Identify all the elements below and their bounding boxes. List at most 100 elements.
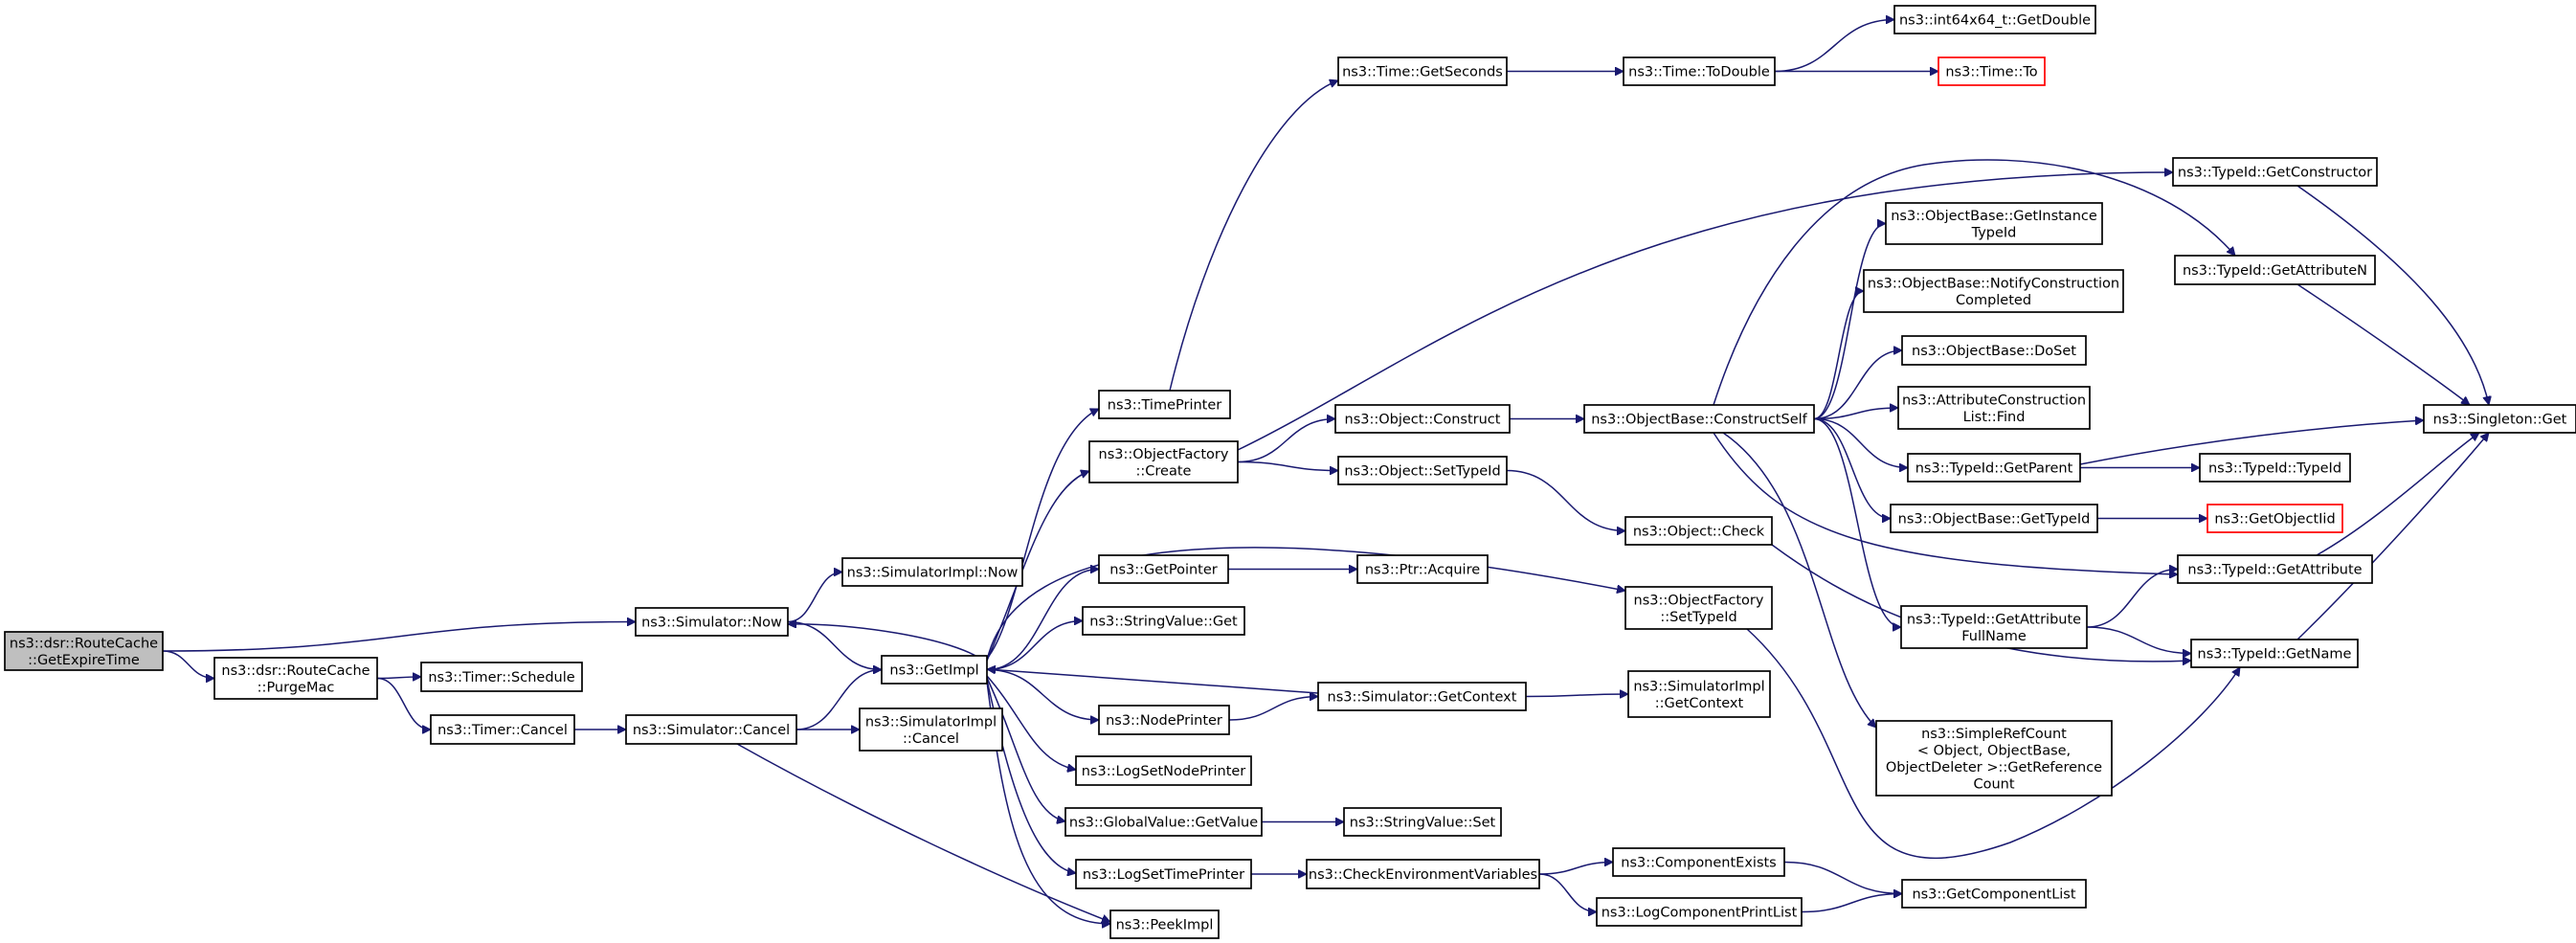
node-box[interactable]: [2199, 453, 2351, 483]
node-timercancel[interactable]: ns3::Timer::Cancel: [430, 714, 575, 745]
node-box[interactable]: [859, 707, 1003, 752]
node-box[interactable]: [1885, 202, 2103, 245]
node-simimplgetcontext[interactable]: ns3::SimulatorImpl::GetContext: [1627, 670, 1771, 718]
node-box[interactable]: [1088, 440, 1239, 483]
node-box[interactable]: [1900, 605, 2088, 649]
node-box[interactable]: [2177, 554, 2373, 584]
node-int64getdouble[interactable]: ns3::int64x64_t::GetDouble: [1893, 5, 2096, 34]
node-obnotify[interactable]: ns3::ObjectBase::NotifyConstructionCompl…: [1863, 269, 2124, 313]
node-box[interactable]: [881, 655, 988, 685]
node-tidgetconstructor[interactable]: ns3::TypeId::GetConstructor: [2172, 157, 2378, 187]
node-box[interactable]: [213, 657, 378, 700]
node-obconstructself[interactable]: ns3::ObjectBase::ConstructSelf: [1583, 404, 1815, 434]
node-box[interactable]: [1109, 909, 1220, 939]
node-singletonget[interactable]: ns3::Singleton::Get: [2423, 404, 2576, 434]
node-ofcreate[interactable]: ns3::ObjectFactory::Create: [1088, 440, 1239, 483]
node-simnow[interactable]: ns3::Simulator::Now: [635, 607, 789, 637]
node-timeto[interactable]: ns3::Time::To: [1938, 56, 2046, 86]
node-box[interactable]: [2423, 404, 2576, 434]
node-box[interactable]: [1098, 705, 1230, 735]
node-stringset[interactable]: ns3::StringValue::Set: [1343, 807, 1502, 837]
node-box[interactable]: [1596, 897, 1803, 927]
node-box[interactable]: [1356, 554, 1489, 584]
node-box[interactable]: [420, 662, 583, 692]
node-root[interactable]: ns3::dsr::RouteCache::GetExpireTime: [4, 631, 164, 671]
node-box[interactable]: [1337, 56, 1508, 86]
node-box[interactable]: [1317, 682, 1527, 711]
node-box[interactable]: [1334, 404, 1511, 434]
node-getimpl[interactable]: ns3::GetImpl: [881, 655, 988, 685]
node-getpointer[interactable]: ns3::GetPointer: [1098, 554, 1229, 584]
node-box[interactable]: [1875, 720, 2113, 797]
node-box[interactable]: [1890, 504, 2098, 533]
node-tidgetattributen[interactable]: ns3::TypeId::GetAttributeN: [2174, 255, 2376, 285]
node-box[interactable]: [2174, 255, 2376, 285]
node-timeprinter[interactable]: ns3::TimePrinter: [1098, 390, 1231, 419]
node-box[interactable]: [1098, 390, 1231, 419]
node-timerschedule[interactable]: ns3::Timer::Schedule: [420, 662, 583, 692]
node-obdoset[interactable]: ns3::ObjectBase::DoSet: [1901, 335, 2087, 366]
node-timetodouble[interactable]: ns3::Time::ToDouble: [1623, 56, 1776, 86]
node-tidgetattribute[interactable]: ns3::TypeId::GetAttribute: [2177, 554, 2373, 584]
node-box[interactable]: [1938, 56, 2046, 86]
node-peekimpl[interactable]: ns3::PeekImpl: [1109, 909, 1220, 939]
node-checkenv[interactable]: ns3::CheckEnvironmentVariables: [1306, 859, 1540, 889]
node-logcompprintlist[interactable]: ns3::LogComponentPrintList: [1596, 897, 1803, 927]
node-tidgetname[interactable]: ns3::TypeId::GetName: [2190, 639, 2359, 668]
node-box[interactable]: [430, 714, 575, 745]
node-box[interactable]: [1337, 456, 1508, 485]
node-logsettimeprinter[interactable]: ns3::LogSetTimePrinter: [1075, 859, 1252, 889]
node-box[interactable]: [1863, 269, 2124, 313]
node-box[interactable]: [625, 714, 797, 745]
node-box[interactable]: [1901, 335, 2087, 366]
node-logsetnodeprinter[interactable]: ns3::LogSetNodePrinter: [1075, 755, 1252, 786]
node-simimplcancel[interactable]: ns3::SimulatorImpl::Cancel: [859, 707, 1003, 752]
node-box[interactable]: [1893, 5, 2096, 34]
node-box[interactable]: [841, 557, 1023, 587]
node-obgettypeid[interactable]: ns3::ObjectBase::GetTypeId: [1890, 504, 2098, 533]
node-gvgetvalue[interactable]: ns3::GlobalValue::GetValue: [1064, 807, 1263, 837]
node-ofsettypeid[interactable]: ns3::ObjectFactory::SetTypeId: [1624, 586, 1773, 630]
node-purgemac[interactable]: ns3::dsr::RouteCache::PurgeMac: [213, 657, 378, 700]
node-box[interactable]: [1082, 606, 1245, 636]
node-box[interactable]: [1907, 453, 2081, 483]
node-getcomponentlist[interactable]: ns3::GetComponentList: [1901, 879, 2087, 909]
node-box[interactable]: [1901, 879, 2087, 909]
node-box[interactable]: [1064, 807, 1263, 837]
node-box[interactable]: [4, 631, 164, 671]
node-box[interactable]: [1098, 554, 1229, 584]
node-box[interactable]: [2190, 639, 2359, 668]
node-tidtypeid[interactable]: ns3::TypeId::TypeId: [2199, 453, 2351, 483]
node-box[interactable]: [1624, 516, 1773, 546]
node-tidgetparent[interactable]: ns3::TypeId::GetParent: [1907, 453, 2081, 483]
node-timegetseconds[interactable]: ns3::Time::GetSeconds: [1337, 56, 1508, 86]
node-objconstruct[interactable]: ns3::Object::Construct: [1334, 404, 1511, 434]
node-nodeprinter[interactable]: ns3::NodePrinter: [1098, 705, 1230, 735]
node-simimplnow[interactable]: ns3::SimulatorImpl::Now: [841, 557, 1023, 587]
node-ptracquire[interactable]: ns3::Ptr::Acquire: [1356, 554, 1489, 584]
node-box[interactable]: [2206, 504, 2343, 533]
node-getobjectiid[interactable]: ns3::GetObjectIid: [2206, 504, 2343, 533]
node-box[interactable]: [1075, 859, 1252, 889]
node-box[interactable]: [1624, 586, 1773, 630]
node-box[interactable]: [1075, 755, 1252, 786]
node-box[interactable]: [2172, 157, 2378, 187]
node-box[interactable]: [1627, 670, 1771, 718]
node-objcheck[interactable]: ns3::Object::Check: [1624, 516, 1773, 546]
node-componentexists[interactable]: ns3::ComponentExists: [1612, 847, 1785, 877]
node-box[interactable]: [1612, 847, 1785, 877]
node-box[interactable]: [1343, 807, 1502, 837]
node-box[interactable]: [1897, 386, 2091, 430]
node-simcancel[interactable]: ns3::Simulator::Cancel: [625, 714, 797, 745]
node-simplerefcount[interactable]: ns3::SimpleRefCount< Object, ObjectBase,…: [1875, 720, 2113, 797]
node-objsettypeid[interactable]: ns3::Object::SetTypeId: [1337, 456, 1508, 485]
node-box[interactable]: [1583, 404, 1815, 434]
node-box[interactable]: [635, 607, 789, 637]
node-box[interactable]: [1306, 859, 1540, 889]
node-box[interactable]: [1623, 56, 1776, 86]
node-simgetcontext[interactable]: ns3::Simulator::GetContext: [1317, 682, 1527, 711]
node-stringget[interactable]: ns3::StringValue::Get: [1082, 606, 1245, 636]
